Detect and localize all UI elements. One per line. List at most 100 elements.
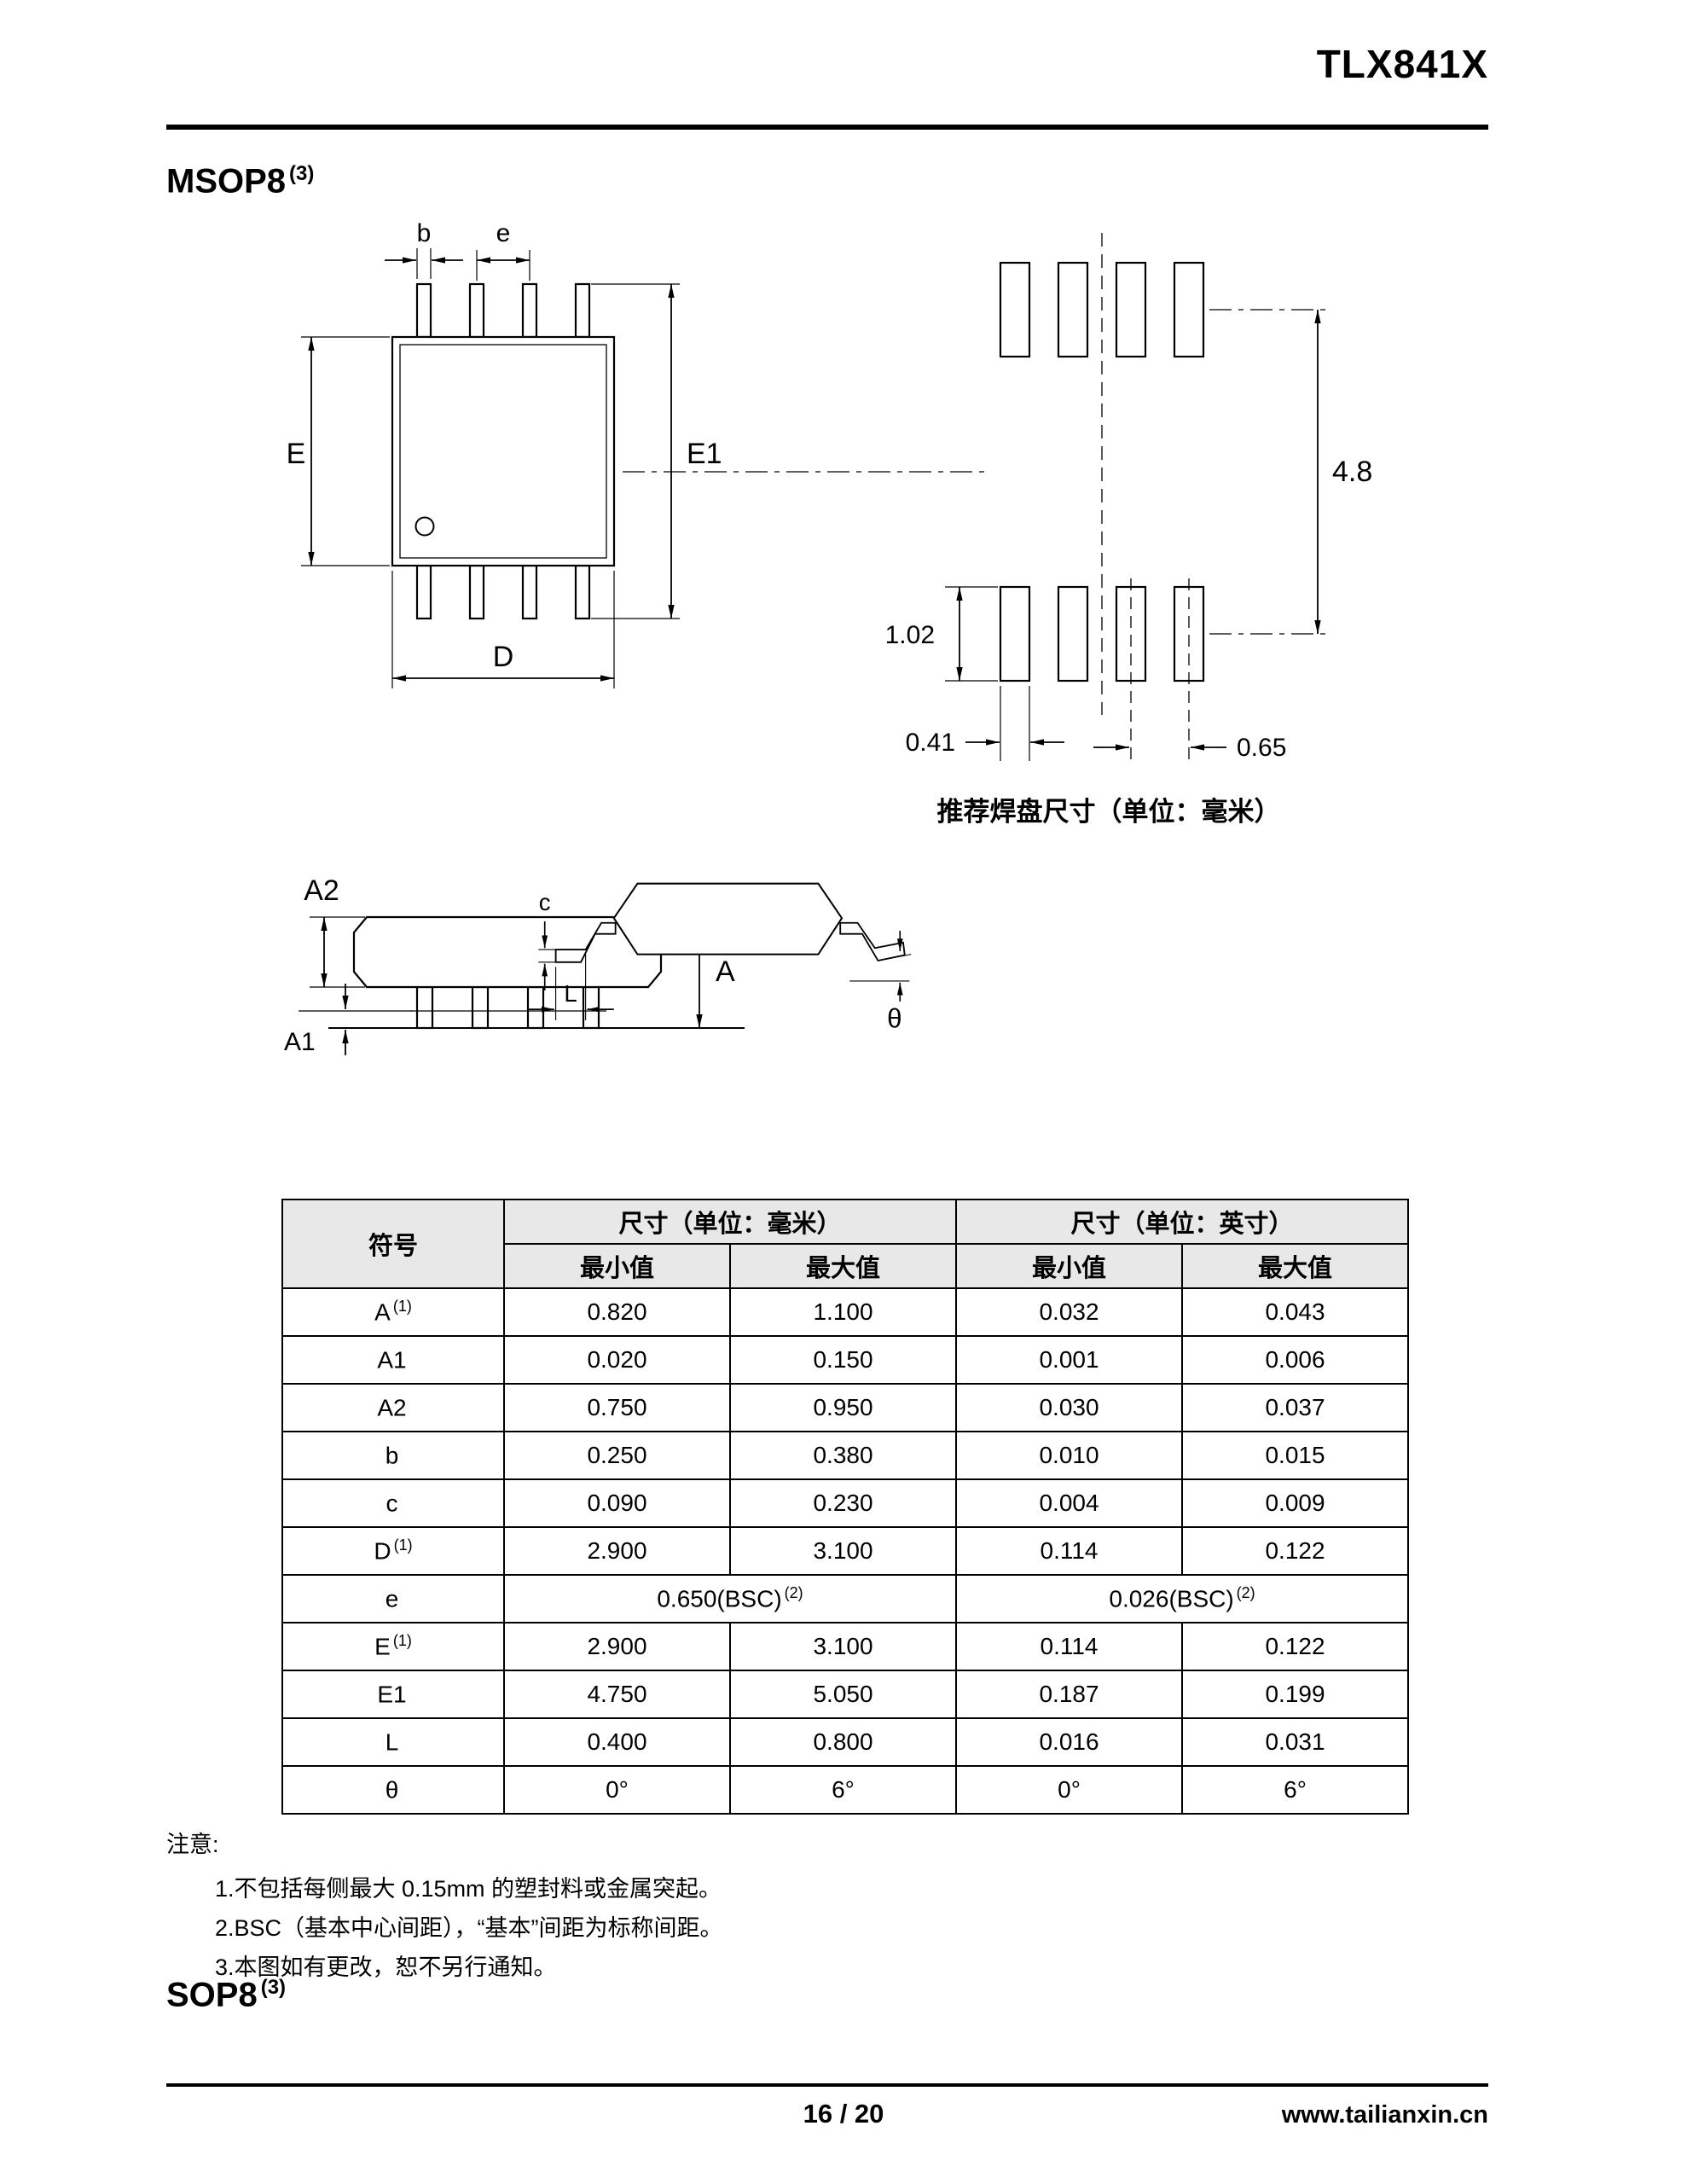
dimension-L: L — [527, 954, 614, 1021]
cell-inch-min: 0.010 — [955, 1431, 1184, 1480]
cell-mm-min: 0.020 — [503, 1335, 731, 1385]
label-theta: θ — [887, 1003, 901, 1033]
pad-layout-drawing: 4.8 1.02 0.41 0.65 — [623, 233, 1372, 766]
cell-inch-max: 6° — [1181, 1765, 1410, 1815]
label-A1: A1 — [284, 1028, 316, 1056]
cell-inch-min: 0.016 — [955, 1717, 1184, 1767]
dimension-e: e — [476, 219, 530, 281]
label-E: E — [287, 438, 306, 470]
label-E1: E1 — [687, 438, 722, 470]
cell-mm-max: 5.050 — [728, 1670, 958, 1719]
dimension-A1: A1 — [284, 984, 412, 1056]
msop8-note-ref: (3) — [289, 162, 315, 185]
cell-symbol: E(1) — [281, 1622, 505, 1671]
cell-symbol: A1 — [281, 1335, 505, 1385]
cell-mm-max: 0.380 — [728, 1431, 958, 1480]
label-pad-width: 0.41 — [906, 729, 955, 757]
cell-inch-min: 0.114 — [955, 1622, 1184, 1671]
cell-inch-max: 0.122 — [1181, 1526, 1410, 1576]
cell-mm-min: 0° — [503, 1765, 731, 1815]
header-inch-max: 最大值 — [1181, 1243, 1410, 1289]
cell-mm-min: 0.090 — [503, 1478, 731, 1528]
table-row: L 0.400 0.800 0.016 0.031 — [281, 1717, 1410, 1767]
cell-inch-min: 0.001 — [955, 1335, 1184, 1385]
cell-mm-max: 3.100 — [728, 1622, 958, 1671]
label-e: e — [496, 219, 511, 247]
profile-body — [612, 882, 844, 956]
right-lead — [839, 921, 906, 962]
label-b: b — [417, 219, 432, 247]
cell-mm-max: 6° — [728, 1765, 958, 1815]
cell-inch-max: 0.015 — [1181, 1431, 1410, 1480]
dimension-E: E — [287, 336, 390, 566]
table-row: A(1) 0.820 1.100 0.032 0.043 — [281, 1287, 1410, 1337]
dimension-A2: A2 — [304, 874, 365, 988]
sop8-note-ref: (3) — [260, 1976, 287, 1999]
cell-mm-min: 0.400 — [503, 1717, 731, 1767]
top-pads — [999, 261, 1205, 358]
notes-section: 注意: 1.不包括每侧最大 0.15mm 的塑封料或金属突起。 2.BSC（基本… — [166, 1826, 723, 1987]
cell-mm-min: 2.900 — [503, 1526, 731, 1576]
label-pad-height: 1.02 — [885, 621, 935, 649]
table-row: E1 4.750 5.050 0.187 0.199 — [281, 1670, 1410, 1719]
table-row: e 0.650(BSC)(2) 0.026(BSC)(2) — [281, 1574, 1410, 1623]
cell-inch-min: 0.030 — [955, 1383, 1184, 1432]
msop8-heading: MSOP8(3) — [166, 162, 314, 200]
cell-mm-min: 0.820 — [503, 1287, 731, 1337]
footer-rule — [166, 2083, 1488, 2087]
cell-inch-max: 0.043 — [1181, 1287, 1410, 1337]
table-row: E(1) 2.900 3.100 0.114 0.122 — [281, 1622, 1410, 1671]
cell-inch-max: 0.031 — [1181, 1717, 1410, 1767]
header-rule — [166, 125, 1488, 130]
dimension-b: b — [385, 219, 463, 279]
note-item: 1.不包括每侧最大 0.15mm 的塑封料或金属突起。 — [215, 1876, 722, 1902]
cell-inch-min: 0° — [955, 1765, 1184, 1815]
table-row: D(1) 2.900 3.100 0.114 0.122 — [281, 1526, 1410, 1576]
cell-mm-min: 0.250 — [503, 1431, 731, 1480]
cell-inch-min: 0.032 — [955, 1287, 1184, 1337]
page-number: 16 / 20 — [803, 2099, 884, 2129]
table-row: c 0.090 0.230 0.004 0.009 — [281, 1478, 1410, 1528]
cell-mm-span: 0.650(BSC)(2) — [502, 1574, 958, 1623]
cell-symbol: θ — [281, 1765, 505, 1815]
dimension-E1: E1 — [591, 283, 722, 619]
package-side-view-drawing: A2 A A1 — [284, 874, 745, 1056]
table-row: A2 0.750 0.950 0.030 0.037 — [281, 1383, 1410, 1432]
lead-profile-drawing: c L θ — [527, 882, 912, 1033]
table-row: b 0.250 0.380 0.010 0.015 — [281, 1431, 1410, 1480]
cell-mm-min: 0.750 — [503, 1383, 731, 1432]
package-body — [391, 335, 616, 567]
dimension-pitch: 0.65 — [1093, 578, 1286, 766]
header-mm-max: 最大值 — [728, 1243, 958, 1289]
cell-symbol: c — [281, 1478, 505, 1528]
cell-symbol: A(1) — [281, 1287, 505, 1337]
note-item: 2.BSC（基本中心间距），“基本”间距为标称间距。 — [215, 1915, 723, 1941]
cell-inch-span: 0.026(BSC)(2) — [955, 1574, 1410, 1623]
left-lead — [554, 921, 617, 963]
bottom-pads — [999, 585, 1205, 682]
cell-mm-max: 0.950 — [728, 1383, 958, 1432]
header-inch-min: 最小值 — [955, 1243, 1184, 1289]
cell-symbol: L — [281, 1717, 505, 1767]
cell-inch-max: 0.037 — [1181, 1383, 1410, 1432]
table-header-row-groups: 符号 尺寸（单位：毫米） 尺寸（单位：英寸） — [281, 1199, 1410, 1289]
header-inch: 尺寸（单位：英寸） — [955, 1199, 1410, 1245]
dimension-theta: θ — [849, 930, 912, 1033]
top-pins — [415, 282, 591, 339]
dimension-D: D — [391, 571, 615, 688]
table-header-row-minmax: 最小值 最大值 最小值 最大值 — [282, 1243, 1410, 1289]
website-text: www.tailianxin.cn — [1281, 2101, 1488, 2129]
cell-mm-max: 0.230 — [728, 1478, 958, 1528]
cell-mm-max: 0.150 — [728, 1335, 958, 1385]
header-symbol: 符号 — [281, 1199, 505, 1289]
table-row: θ 0° 6° 0° 6° — [281, 1765, 1410, 1815]
note-item: 3.本图如有更改，恕不另行通知。 — [215, 1955, 557, 1980]
label-A: A — [716, 956, 735, 988]
cell-mm-max: 3.100 — [728, 1526, 958, 1576]
msop8-title: MSOP8 — [166, 162, 287, 200]
header-mm: 尺寸（单位：毫米） — [502, 1199, 958, 1245]
cell-inch-max: 0.122 — [1181, 1622, 1410, 1671]
dimension-row-span: 4.8 — [1209, 309, 1372, 635]
label-D: D — [493, 641, 514, 673]
sop8-title: SOP8 — [166, 1976, 258, 2014]
